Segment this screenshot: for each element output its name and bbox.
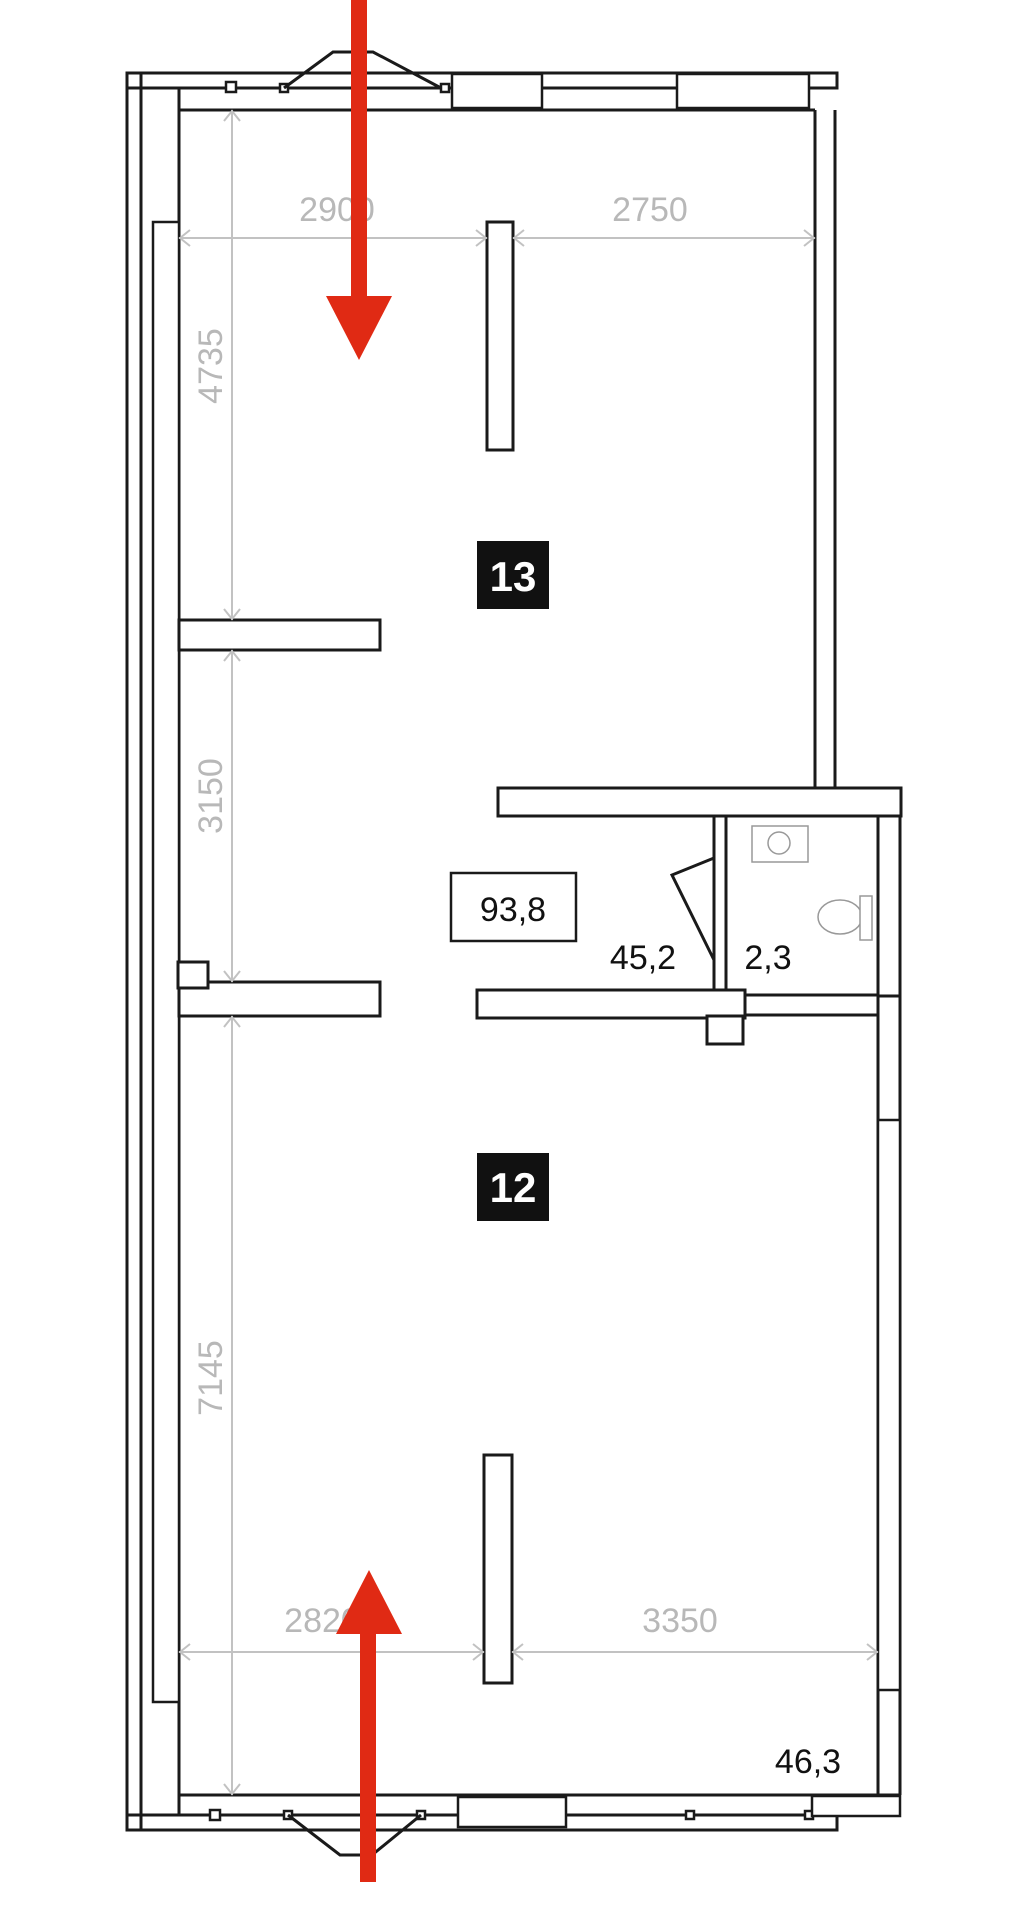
bottom-facade bbox=[208, 1794, 902, 1857]
toilet-icon bbox=[817, 895, 873, 941]
room-badge-12: 12 bbox=[477, 1153, 549, 1221]
dimension-label: 2750 bbox=[612, 191, 688, 229]
down-arrow-icon bbox=[326, 0, 392, 360]
interior-walls bbox=[176, 220, 903, 1685]
dimension-label: 3350 bbox=[642, 1602, 718, 1640]
total-area-label: 93,8 bbox=[480, 891, 546, 929]
room-area-label: 46,3 bbox=[775, 1743, 841, 1781]
total-area-box: 93,8 bbox=[449, 871, 578, 943]
dimension-label: 3150 bbox=[192, 758, 230, 834]
dimension-lines bbox=[178, 109, 879, 1796]
dimension-label: 4735 bbox=[192, 328, 230, 404]
room-number: 13 bbox=[490, 553, 537, 600]
sink-icon bbox=[751, 825, 809, 863]
top-facade bbox=[224, 50, 811, 110]
room-area-label: 45,2 bbox=[610, 939, 676, 977]
left-windows bbox=[151, 220, 181, 1704]
room-number: 12 bbox=[490, 1164, 537, 1211]
up-arrow-icon bbox=[336, 1570, 402, 1882]
dimension-label: 7145 bbox=[192, 1340, 230, 1416]
room-badge-13: 13 bbox=[477, 541, 549, 609]
right-windows bbox=[876, 1118, 902, 1692]
wc-area-label: 2,3 bbox=[744, 939, 791, 977]
